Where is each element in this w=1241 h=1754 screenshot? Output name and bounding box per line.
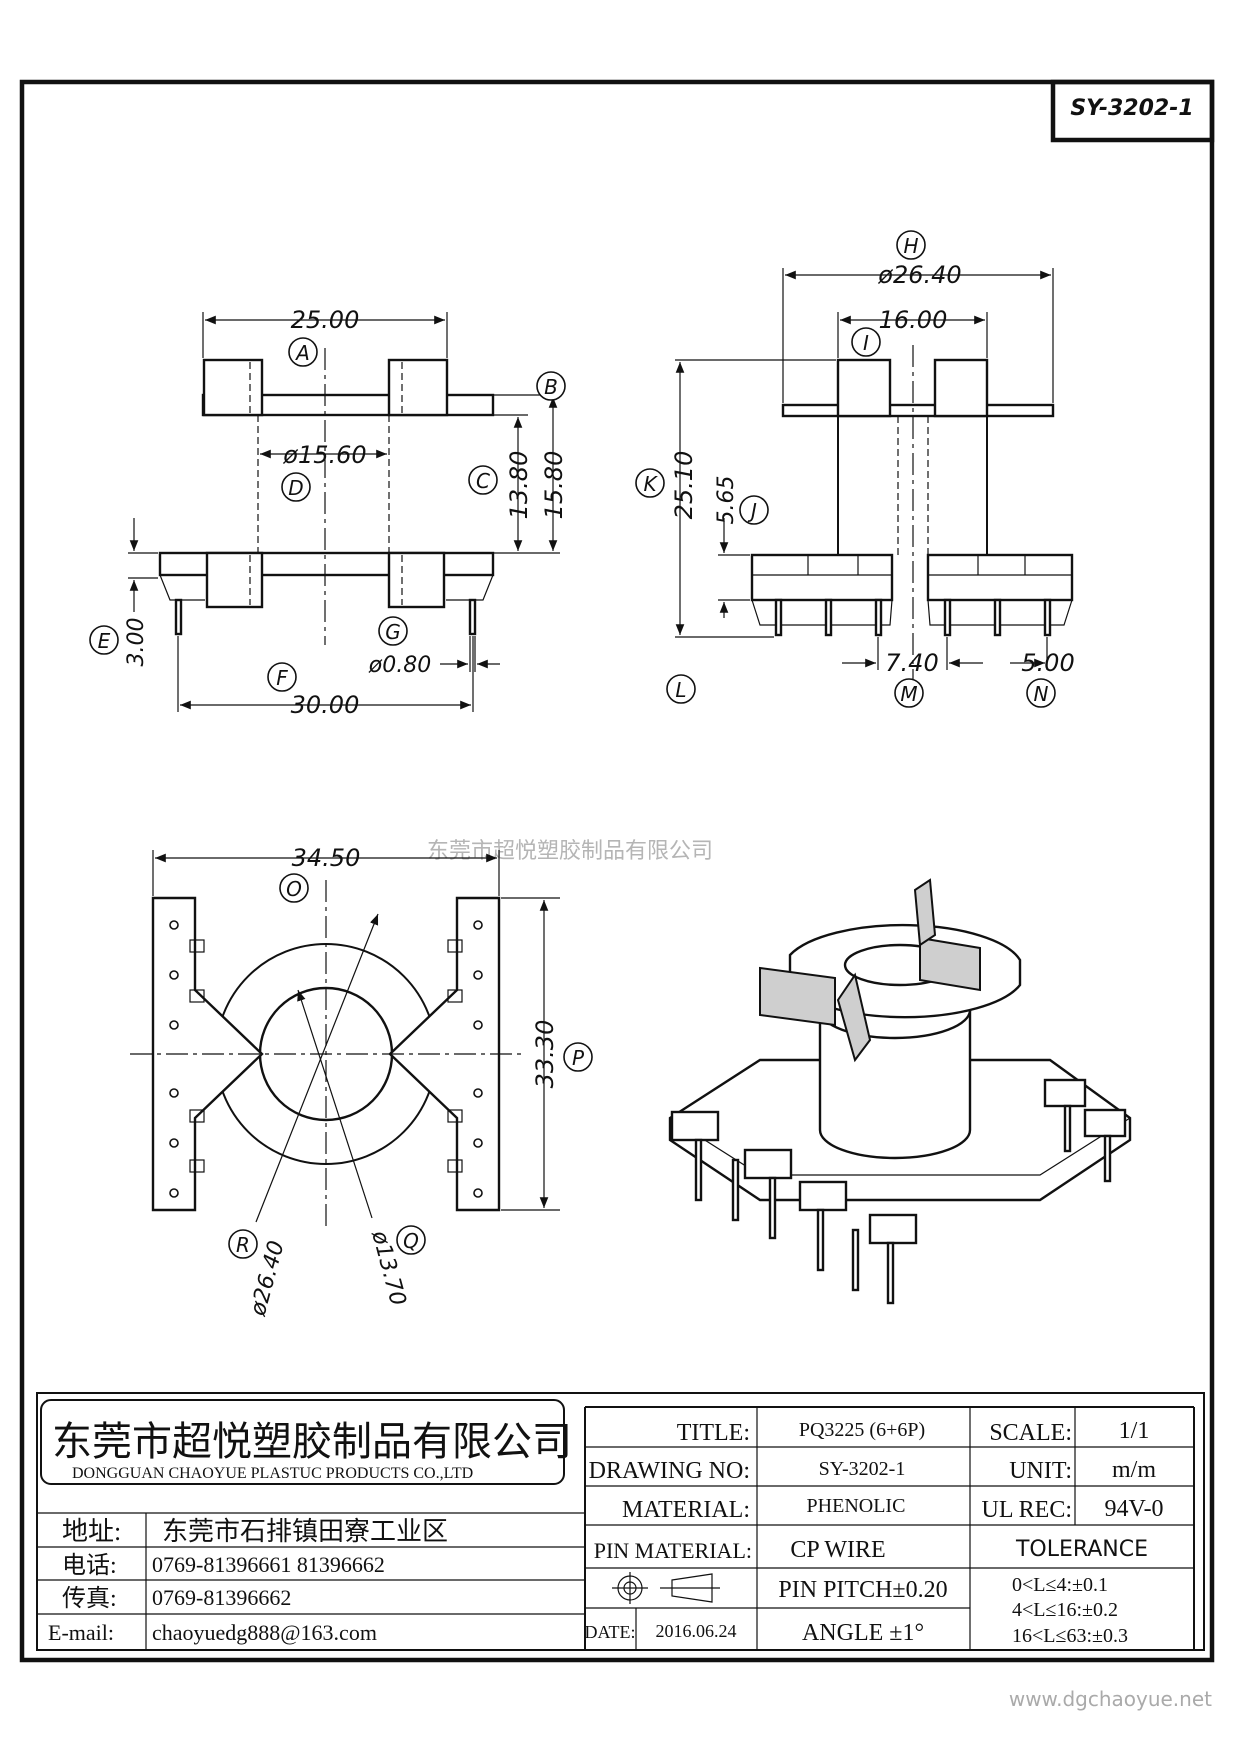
dim-c-height: 13.80 bbox=[505, 451, 533, 520]
front-view: 25.00 ø15.60 13.80 15.80 3.00 30.00 ø0.8… bbox=[89, 306, 568, 719]
dim-n-pitch: 5.00 bbox=[1021, 649, 1074, 677]
label-m-balloon: M bbox=[894, 678, 924, 708]
svg-text:E: E bbox=[98, 629, 111, 653]
label-c-balloon: C bbox=[468, 465, 498, 495]
isometric-view bbox=[668, 878, 1132, 1305]
svg-text:B: B bbox=[544, 375, 558, 399]
label-i-balloon: I bbox=[851, 327, 881, 357]
svg-text:Q: Q bbox=[403, 1229, 419, 1253]
email-value: chaoyuedg888@163.com bbox=[152, 1620, 377, 1645]
tolerance-heading: TOLERANCE bbox=[1015, 1537, 1148, 1562]
dim-i-width: 16.00 bbox=[879, 306, 948, 334]
dim-m-pitch: 7.40 bbox=[885, 649, 938, 677]
title-label: TITLE: bbox=[677, 1420, 750, 1446]
website-watermark: www.dgchaoyue.net bbox=[1009, 1687, 1212, 1711]
label-f-balloon: F bbox=[267, 662, 297, 692]
label-h-balloon: H bbox=[896, 230, 926, 260]
material-value: PHENOLIC bbox=[807, 1495, 906, 1517]
drawing-code: SY-3202-1 bbox=[1070, 96, 1193, 121]
bottom-view: 34.50 33.30 ø26.40 ø13.70 O P Q R bbox=[130, 844, 593, 1319]
label-g-balloon: G bbox=[378, 616, 408, 646]
material-label: MATERIAL: bbox=[622, 1497, 750, 1523]
drawing-border bbox=[19, 79, 1215, 1663]
company-name-cn: 东莞市超悦塑胶制品有限公司 bbox=[52, 1419, 572, 1464]
address-value: 东莞市石排镇田寮工业区 bbox=[162, 1517, 448, 1546]
label-d-balloon: D bbox=[281, 472, 311, 502]
label-q-balloon: Q bbox=[396, 1225, 426, 1255]
label-o-balloon: O bbox=[279, 873, 309, 903]
unit-label: UNIT: bbox=[1009, 1458, 1072, 1484]
tolerance-row-1: 0<L≤4:±0.1 bbox=[1012, 1574, 1108, 1596]
drawing-code-box: SY-3202-1 bbox=[1050, 79, 1215, 143]
address-label: 地址: bbox=[62, 1517, 121, 1546]
svg-text:M: M bbox=[900, 682, 917, 706]
title-block: 东莞市超悦塑胶制品有限公司 DONGGUAN CHAOYUE PLASTUC P… bbox=[36, 1392, 1205, 1651]
dim-pin-dia: ø0.80 bbox=[368, 653, 431, 678]
date-label: DATE: bbox=[585, 1622, 636, 1642]
ul-rec-value: 94V-0 bbox=[1104, 1496, 1163, 1522]
label-k-balloon: K bbox=[635, 468, 665, 498]
drawing-no-label: DRAWING NO: bbox=[589, 1458, 750, 1484]
pin-pitch: PIN PITCH±0.20 bbox=[778, 1577, 947, 1603]
svg-text:D: D bbox=[288, 476, 303, 500]
unit-value: m/m bbox=[1112, 1457, 1156, 1483]
dim-e-height: 3.00 bbox=[124, 618, 149, 667]
svg-text:K: K bbox=[643, 472, 658, 496]
projection-symbol-icon bbox=[612, 1572, 720, 1604]
pin-material-value: CP WIRE bbox=[790, 1537, 885, 1563]
label-p-balloon: P bbox=[563, 1042, 593, 1072]
dim-h-dia: ø26.40 bbox=[877, 261, 961, 289]
phone-label: 电话: bbox=[62, 1552, 117, 1579]
svg-text:L: L bbox=[675, 678, 686, 702]
title-value: PQ3225 (6+6P) bbox=[799, 1419, 925, 1441]
label-a-balloon: A bbox=[288, 337, 318, 367]
svg-text:C: C bbox=[476, 469, 490, 493]
svg-text:N: N bbox=[1034, 682, 1049, 706]
label-r-balloon: R bbox=[228, 1229, 258, 1259]
watermark-text: 东莞市超悦塑胶制品有限公司 bbox=[427, 839, 713, 864]
svg-text:O: O bbox=[286, 877, 302, 901]
side-view: ø26.40 16.00 25.10 5.65 7.40 5.00 H I J … bbox=[635, 230, 1075, 708]
phone-value: 0769-81396661 81396662 bbox=[152, 1552, 385, 1577]
dim-b-height: 15.80 bbox=[540, 451, 568, 520]
date-value: 2016.06.24 bbox=[656, 1621, 737, 1641]
svg-text:A: A bbox=[294, 341, 310, 365]
label-j-balloon: J bbox=[739, 495, 769, 525]
svg-text:G: G bbox=[385, 620, 401, 644]
label-n-balloon: N bbox=[1026, 678, 1056, 708]
svg-text:F: F bbox=[276, 666, 288, 690]
tolerance-row-2: 4<L≤16:±0.2 bbox=[1012, 1599, 1118, 1621]
scale-value: 1/1 bbox=[1119, 1418, 1150, 1444]
fax-label: 传真: bbox=[62, 1585, 117, 1612]
dim-k-height: 25.10 bbox=[670, 451, 698, 520]
label-e-balloon: E bbox=[89, 625, 119, 655]
svg-text:H: H bbox=[903, 234, 918, 258]
label-b-balloon: B bbox=[536, 371, 566, 401]
svg-text:J: J bbox=[747, 499, 757, 523]
email-label: E-mail: bbox=[48, 1620, 114, 1645]
scale-label: SCALE: bbox=[989, 1420, 1072, 1446]
dim-o-width: 34.50 bbox=[292, 844, 361, 872]
dim-p-height: 33.30 bbox=[531, 1020, 559, 1089]
fax-value: 0769-81396662 bbox=[152, 1585, 291, 1610]
pin-material-label: PIN MATERIAL: bbox=[594, 1538, 752, 1563]
ul-rec-label: UL REC: bbox=[982, 1497, 1072, 1523]
company-name-en: DONGGUAN CHAOYUE PLASTUC PRODUCTS CO.,LT… bbox=[72, 1465, 473, 1482]
angle: ANGLE ±1° bbox=[802, 1620, 924, 1646]
svg-text:I: I bbox=[863, 331, 869, 355]
dim-core-dia: ø15.60 bbox=[282, 441, 366, 469]
svg-text:P: P bbox=[572, 1046, 585, 1070]
dim-j-height: 5.65 bbox=[714, 476, 739, 525]
dim-top-width: 25.00 bbox=[291, 306, 360, 334]
tolerance-row-3: 16<L≤63:±0.3 bbox=[1012, 1625, 1128, 1647]
dim-bottom-width: 30.00 bbox=[291, 691, 360, 719]
drawing-no-value: SY-3202-1 bbox=[819, 1458, 906, 1480]
svg-text:R: R bbox=[236, 1233, 250, 1257]
label-l-balloon: L bbox=[666, 674, 696, 704]
